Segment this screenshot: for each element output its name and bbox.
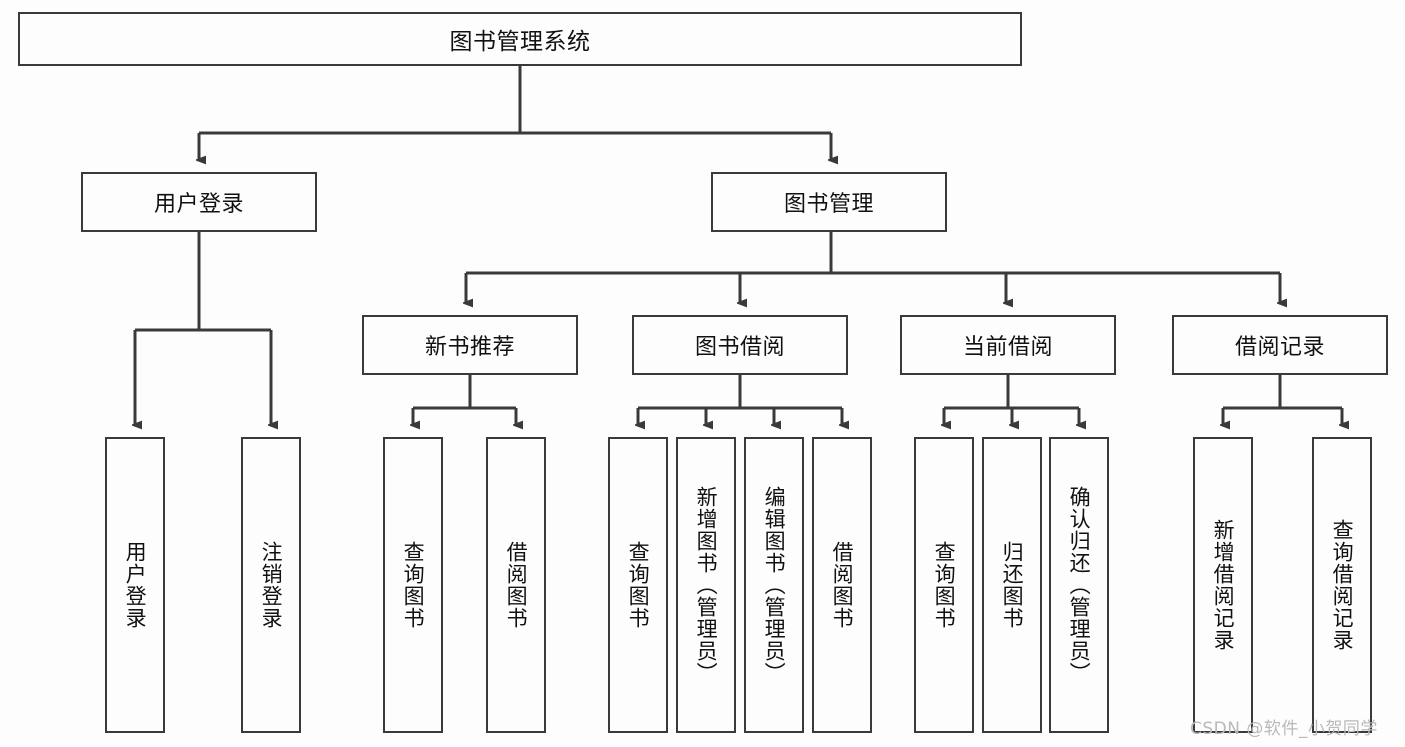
node-label: 借阅记录 (1234, 335, 1325, 360)
node-label: 查询图书 (401, 541, 426, 629)
node-current-borrow[interactable]: 当前借阅 (900, 315, 1116, 375)
leaf-user-login-login[interactable]: 用户登录 (105, 437, 165, 733)
node-label: 查询图书 (626, 541, 651, 629)
leaf-user-login-logout[interactable]: 注销登录 (241, 437, 301, 733)
node-new-book-recommend[interactable]: 新书推荐 (362, 315, 578, 375)
node-label: 图书管理系统 (449, 29, 591, 55)
leaf-current-confirm-return[interactable]: 确认归还（管理员） (1049, 437, 1109, 733)
node-label: 图书管理 (783, 192, 874, 217)
leaf-recommend-borrow-book[interactable]: 借阅图书 (486, 437, 546, 733)
leaf-borrow-edit-book[interactable]: 编辑图书（管理员） (744, 437, 804, 733)
node-label: 借阅图书 (504, 541, 529, 629)
node-label: 确认归还（管理员） (1067, 486, 1092, 684)
node-borrow-records[interactable]: 借阅记录 (1172, 315, 1388, 375)
node-label: 归还图书 (1000, 541, 1025, 629)
node-label: 图书借阅 (694, 335, 785, 360)
node-label: 新书推荐 (424, 335, 515, 360)
node-label: 编辑图书（管理员） (762, 486, 787, 684)
node-label: 新增借阅记录 (1211, 519, 1236, 651)
leaf-borrow-add-book[interactable]: 新增图书（管理员） (676, 437, 736, 733)
node-label: 当前借阅 (962, 335, 1053, 360)
node-label: 查询借阅记录 (1330, 519, 1355, 651)
node-label: 新增图书（管理员） (694, 486, 719, 684)
node-user-login[interactable]: 用户登录 (81, 172, 317, 232)
leaf-current-query-book[interactable]: 查询图书 (914, 437, 974, 733)
node-label: 用户登录 (123, 541, 148, 629)
node-book-borrow[interactable]: 图书借阅 (632, 315, 848, 375)
csdn-watermark: CSDN @软件_小贺同学 (1190, 719, 1378, 739)
leaf-current-return-book[interactable]: 归还图书 (982, 437, 1042, 733)
node-label: 借阅图书 (830, 541, 855, 629)
node-label: 注销登录 (259, 541, 284, 629)
leaf-records-add-record[interactable]: 新增借阅记录 (1193, 437, 1253, 733)
node-book-management[interactable]: 图书管理 (711, 172, 947, 232)
node-label: 查询图书 (932, 541, 957, 629)
node-label: 用户登录 (153, 192, 244, 217)
leaf-borrow-query-book[interactable]: 查询图书 (608, 437, 668, 733)
leaf-borrow-borrow-book[interactable]: 借阅图书 (812, 437, 872, 733)
node-root-system[interactable]: 图书管理系统 (18, 12, 1022, 66)
leaf-recommend-query-book[interactable]: 查询图书 (383, 437, 443, 733)
leaf-records-query-record[interactable]: 查询借阅记录 (1312, 437, 1372, 733)
